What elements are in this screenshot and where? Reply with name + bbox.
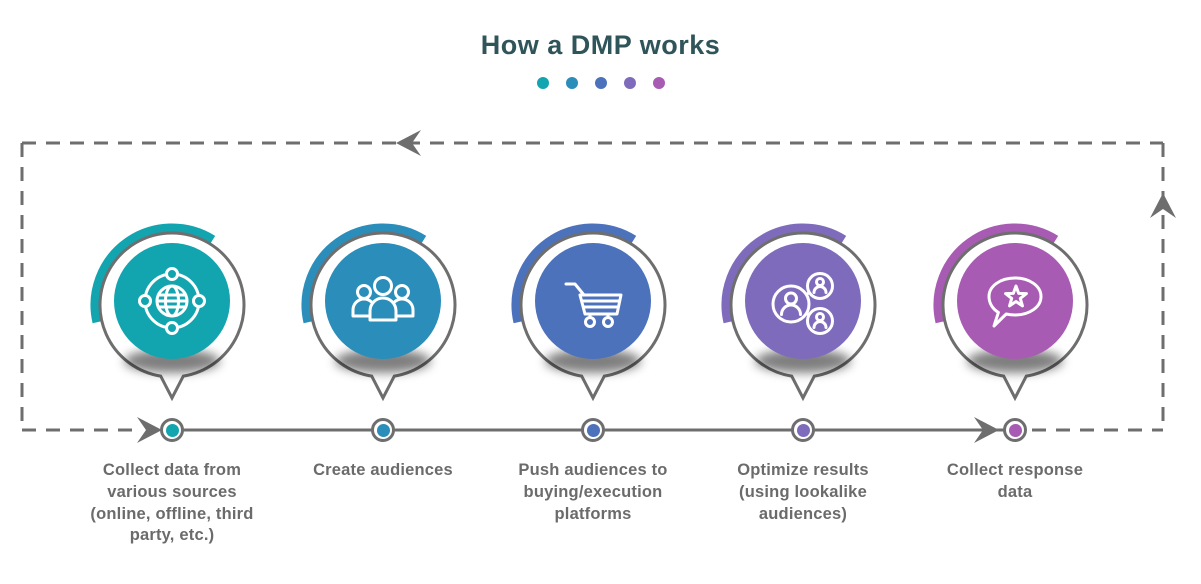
timeline-node-fill	[1008, 423, 1022, 437]
bubble-shadow	[755, 349, 851, 373]
timeline-node-fill	[165, 423, 179, 437]
timeline-node	[1003, 418, 1027, 442]
step-5-bubble	[933, 223, 1089, 402]
bubble-accent-arc	[933, 223, 1059, 324]
title-dot-2	[565, 77, 578, 89]
bubble-accent-arc	[511, 223, 637, 324]
title-dot-5	[652, 77, 665, 89]
bubble-shadow	[967, 349, 1063, 373]
step-2-label: Create audiences	[313, 461, 453, 479]
title-underline-dots	[536, 77, 665, 89]
timeline-node-fill	[376, 423, 390, 437]
bubble-shadow	[124, 349, 220, 373]
step-4: Optimize results (using lookalike audien…	[698, 0, 908, 584]
step-3-bubble	[511, 223, 667, 402]
diagram-title: How a DMP works	[480, 30, 721, 60]
audience-group-icon	[351, 276, 415, 322]
step-1-label: Collect data from various sources (onlin…	[90, 461, 254, 545]
timeline-node	[791, 418, 815, 442]
step-1: Collect data from various sources (onlin…	[67, 0, 277, 584]
bubble-accent-arc	[90, 223, 216, 324]
step-2: Create audiences	[278, 0, 488, 584]
title-dot-1	[536, 77, 549, 89]
lookalike-network-icon	[771, 272, 834, 335]
step-5-label: Collect response data	[946, 461, 1084, 501]
bubble-accent-arc	[301, 223, 427, 324]
step-4-label: Optimize results (using lookalike audien…	[737, 461, 869, 523]
step-2-bubble	[301, 223, 457, 402]
step-3: Push audiences to buying/execution platf…	[488, 0, 698, 584]
bubble-outline-pointer	[309, 231, 457, 402]
step-3-label: Push audiences to buying/execution platf…	[518, 461, 668, 523]
bubble-outline-pointer	[729, 231, 877, 402]
globe-network-icon	[138, 267, 206, 335]
title-dot-4	[623, 77, 636, 89]
arrow-right-end-icon	[974, 417, 999, 443]
bubble-accent-arc	[721, 223, 847, 324]
step-1-bubble	[90, 223, 246, 402]
timeline-node	[581, 418, 605, 442]
step-5: Collect response data	[910, 0, 1120, 584]
arrow-right-start-icon	[137, 417, 162, 443]
bubble-outline-pointer	[519, 231, 667, 402]
title-dot-3	[594, 77, 607, 89]
bubble-outline-pointer	[941, 231, 1089, 402]
timeline-node	[371, 418, 395, 442]
bubble-outline-pointer	[98, 231, 246, 402]
arrow-left-icon	[396, 130, 421, 156]
timeline-node-fill	[796, 423, 810, 437]
timeline-node	[160, 418, 184, 442]
shopping-cart-icon	[564, 282, 623, 328]
step-4-bubble	[721, 223, 877, 402]
speech-bubble-star-icon	[987, 276, 1043, 328]
arrow-up-icon	[1150, 193, 1176, 218]
timeline-node-fill	[586, 423, 600, 437]
bubble-shadow	[545, 349, 641, 373]
bubble-shadow	[335, 349, 431, 373]
